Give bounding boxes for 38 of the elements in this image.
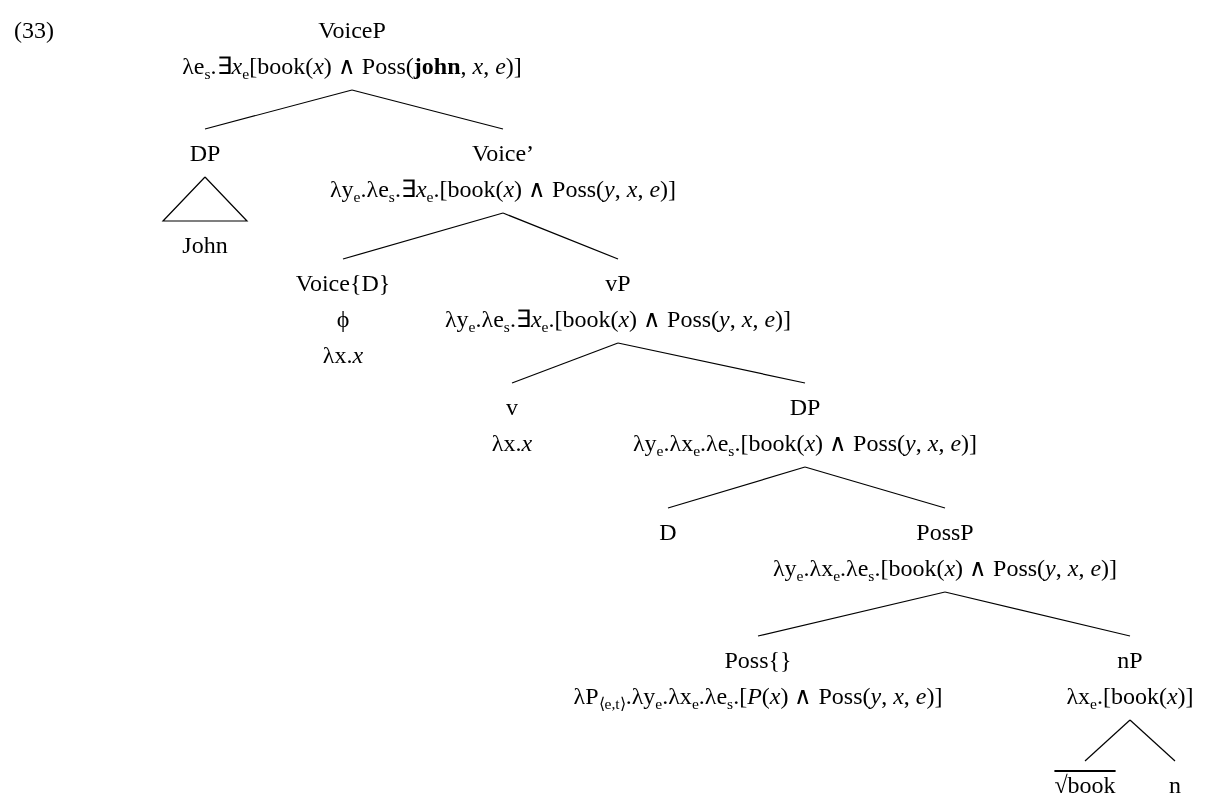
- branch-line: [804, 466, 946, 509]
- branch-line: [342, 212, 504, 260]
- category-label: v: [506, 393, 518, 422]
- branch-line: [502, 212, 619, 260]
- semantic-formula: λe$_{s}$.∃x$_{e}$[book(x) ∧ Poss(john, x, e)]: [182, 52, 522, 84]
- category-label: Voice’: [471, 139, 535, 168]
- triangle-roof: [161, 176, 249, 222]
- tree-label: John: [182, 231, 228, 260]
- semantic-formula: λx.x: [322, 341, 364, 370]
- semantic-formula: λy$_{e}$.λe$_{s}$.∃x$_{e}$.[book(x) ∧ Poss(y, x, e)]: [329, 175, 677, 207]
- branch-line: [1084, 719, 1131, 762]
- tree-label: n: [1169, 771, 1181, 800]
- tree-label: √book: [1054, 771, 1116, 800]
- branch-line: [1129, 719, 1176, 762]
- branch-line: [351, 89, 504, 130]
- semantic-formula: ϕ: [336, 305, 350, 334]
- branch-line: [757, 591, 946, 637]
- category-label: Voice{D}: [295, 269, 391, 298]
- semantic-formula: λP$_{⟨e,t⟩}$.λy$_{e}$.λx$_{e}$.λe$_{s}$.[P(x) ∧ Poss(y, x, e)]: [573, 682, 943, 714]
- category-label: nP: [1117, 646, 1143, 675]
- category-label: PossP: [916, 518, 974, 547]
- tree-label: DP: [189, 139, 221, 168]
- semantic-formula: λx.x: [491, 429, 533, 458]
- tree-label: D: [659, 518, 677, 547]
- semantic-formula: λy$_{e}$.λx$_{e}$.λe$_{s}$.[book(x) ∧ Poss(y, x, e)]: [772, 554, 1118, 586]
- category-label: DP: [789, 393, 821, 422]
- category-label: vP: [605, 269, 631, 298]
- branch-line: [617, 342, 806, 384]
- category-label: VoiceP: [318, 16, 386, 45]
- branch-line: [204, 89, 353, 130]
- category-label: Poss{}: [724, 646, 792, 675]
- branch-line: [667, 466, 806, 509]
- semantic-formula: λx$_{e}$.[book(x)]: [1066, 682, 1194, 714]
- branch-line: [511, 342, 619, 384]
- semantic-formula: λy$_{e}$.λx$_{e}$.λe$_{s}$.[book(x) ∧ Poss(y, x, e)]: [632, 429, 978, 461]
- example-number: (33): [14, 16, 54, 45]
- branch-line: [944, 591, 1131, 637]
- semantic-formula: λy$_{e}$.λe$_{s}$.∃x$_{e}$.[book(x) ∧ Poss(y, x, e)]: [444, 305, 792, 337]
